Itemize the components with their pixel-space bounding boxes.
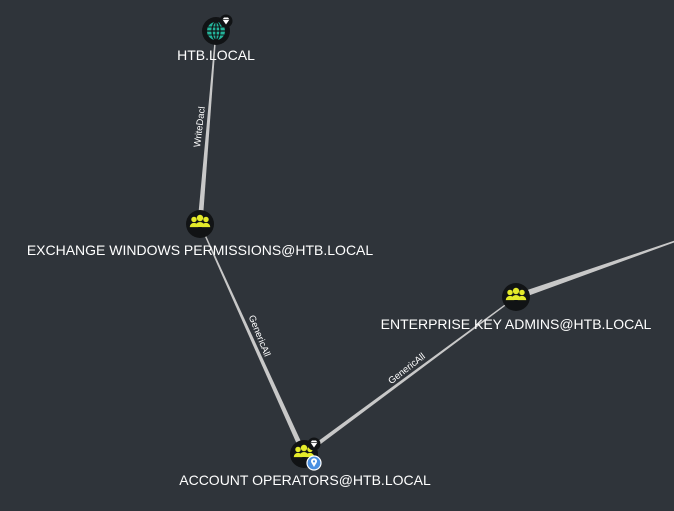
- globe-icon: [207, 21, 225, 41]
- edge-label[interactable]: GenericAll: [386, 351, 427, 387]
- edge-line[interactable]: [199, 223, 307, 456]
- edge-ewp-to-htb[interactable]: WriteDacl: [192, 30, 217, 225]
- node-eka[interactable]: ENTERPRISE KEY ADMINS@HTB.LOCAL: [381, 283, 652, 332]
- nodes-layer: HTB.LOCAL EXCHANGE WINDOWS PERMISSIONS@HT…: [27, 14, 652, 489]
- location-marker-icon: [306, 455, 322, 471]
- node-label: ACCOUNT OPERATORS@HTB.LOCAL: [179, 472, 431, 488]
- edge-line[interactable]: [302, 296, 517, 456]
- node-ewp[interactable]: EXCHANGE WINDOWS PERMISSIONS@HTB.LOCAL: [27, 210, 374, 258]
- edge-line[interactable]: [515, 235, 674, 300]
- edge-line[interactable]: [197, 30, 217, 225]
- edge-ao-to-ewp[interactable]: GenericAll: [199, 223, 307, 456]
- node-htb[interactable]: HTB.LOCAL: [177, 14, 255, 64]
- group-icon: [189, 214, 211, 228]
- group-icon: [505, 287, 527, 301]
- diamond-icon: [307, 437, 321, 451]
- edge-eka-to-offscreen[interactable]: [515, 235, 674, 300]
- group-icon: [293, 444, 315, 458]
- edge-label[interactable]: WriteDacl: [192, 106, 208, 148]
- node-ao[interactable]: ACCOUNT OPERATORS@HTB.LOCAL: [179, 437, 431, 489]
- node-label: HTB.LOCAL: [177, 47, 255, 63]
- node-label: EXCHANGE WINDOWS PERMISSIONS@HTB.LOCAL: [27, 242, 374, 258]
- node-label: ENTERPRISE KEY ADMINS@HTB.LOCAL: [381, 316, 652, 332]
- diamond-icon: [219, 14, 233, 28]
